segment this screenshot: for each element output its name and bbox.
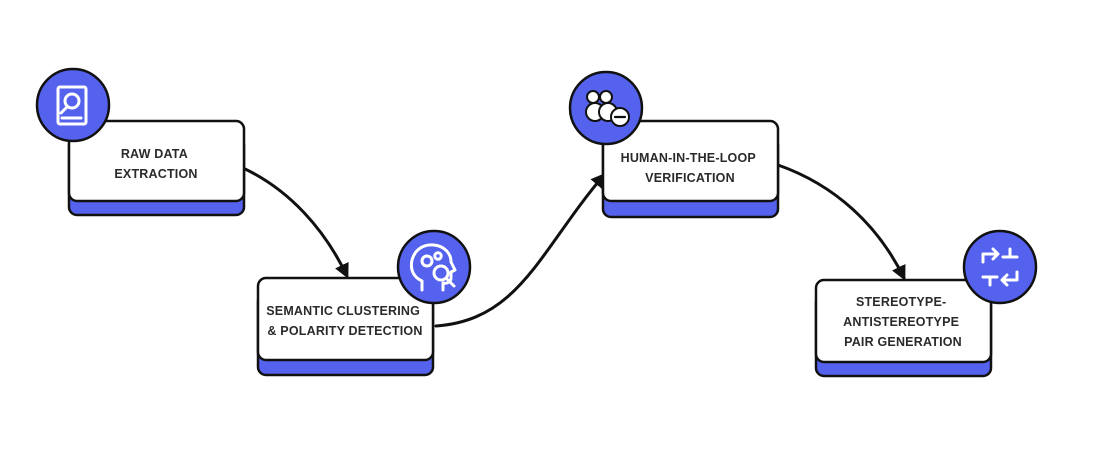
step-label: HUMAN-IN-THE-LOOP VERIFICATION [621, 151, 760, 185]
people-minus-icon [568, 70, 644, 146]
step-pair-generation: STEREOTYPE- ANTISTEREOTYPE PAIR GENERATI… [814, 229, 1038, 378]
card [67, 119, 246, 203]
step-label-line: STEREOTYPE- [856, 295, 946, 309]
step-label-line: PAIR GENERATION [844, 335, 962, 349]
step-label: RAW DATA EXTRACTION [114, 147, 197, 181]
step-label-line: HUMAN-IN-THE-LOOP [621, 151, 756, 165]
step-label-line: ANTISTEREOTYPE [843, 315, 959, 329]
step-human-in-the-loop: HUMAN-IN-THE-LOOP VERIFICATION [568, 70, 780, 219]
arrow-step2-to-step3 [434, 172, 606, 328]
step-raw-data-extraction: RAW DATA EXTRACTION [35, 67, 246, 217]
arrow-step3-to-step4 [776, 163, 906, 281]
document-search-icon [35, 67, 111, 143]
step-label-line: VERIFICATION [645, 171, 735, 185]
card [814, 278, 993, 364]
step-label-line: RAW DATA [121, 147, 188, 161]
step-label-line: & POLARITY DETECTION [267, 324, 422, 338]
card [256, 276, 435, 362]
head-gears-search-icon [396, 229, 472, 305]
swap-arrows-icon [962, 229, 1038, 305]
step-label: SEMANTIC CLUSTERING & POLARITY DETECTION [266, 304, 424, 338]
step-semantic-clustering: SEMANTIC CLUSTERING & POLARITY DETECTION [256, 229, 472, 377]
step-label-line: EXTRACTION [114, 167, 197, 181]
arrow-step1-to-step2 [241, 166, 349, 279]
card [601, 119, 780, 203]
step-label-line: SEMANTIC CLUSTERING [266, 304, 420, 318]
step-label: STEREOTYPE- ANTISTEREOTYPE PAIR GENERATI… [843, 295, 963, 349]
